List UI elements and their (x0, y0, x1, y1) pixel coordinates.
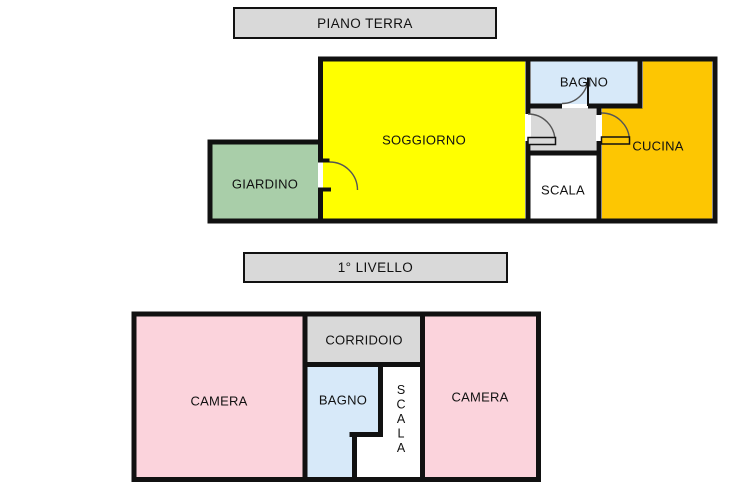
cucina-door-leaf (600, 136, 631, 145)
camera-right-label: CAMERA (451, 389, 509, 405)
giardino-label: GIARDINO (231, 176, 299, 192)
ground-floor-plan (207, 56, 718, 224)
cucina-room (602, 61, 712, 219)
giardino-door-jambs (318, 158, 331, 192)
cucina-label: CUCINA (632, 138, 684, 154)
first-floor-plan (131, 311, 541, 482)
giardino-room (212, 144, 318, 219)
camera-left-room (136, 316, 303, 477)
scala-ground-label: SCALA (541, 182, 585, 198)
camera-right-room (425, 316, 536, 477)
soggiorno-label: SOGGIORNO (382, 132, 466, 148)
bagno-ground-label: BAGNO (559, 74, 609, 90)
corridoio-label: CORRIDOIO (325, 332, 403, 348)
giardino-door-arc (329, 161, 359, 191)
scala-first-label: SCALA (394, 382, 408, 456)
ground-floor-title-bar: PIANO TERRA (233, 7, 497, 39)
scala-ground-room (531, 156, 596, 219)
camera-left-label: CAMERA (190, 393, 248, 409)
ground-floor-walls (207, 56, 718, 224)
ground-floor-title: PIANO TERRA (317, 15, 413, 31)
first-floor-walls (131, 311, 541, 482)
bagno-ground-room (531, 61, 637, 104)
vestibule-door-leaf (527, 136, 557, 146)
bagno-first-label: BAGNO (318, 392, 368, 408)
first-floor-title: 1° LIVELLO (337, 260, 414, 275)
first-floor-title-bar: 1° LIVELLO (243, 252, 508, 283)
scala-first-room (357, 367, 420, 477)
soggiorno-room (323, 61, 525, 219)
bagno-first-room (307, 367, 378, 477)
corridoio-room (307, 316, 420, 362)
